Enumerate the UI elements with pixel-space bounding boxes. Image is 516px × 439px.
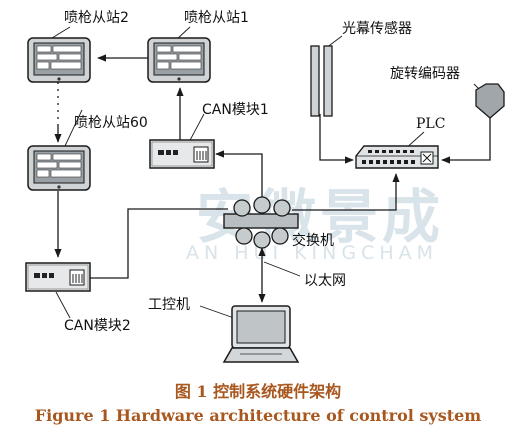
leader-can2 [55,291,71,319]
leader-can1 [187,113,205,145]
label-industrial-pc: 工控机 [148,297,190,313]
light-curtain-icon [310,45,333,117]
label-rotary-encoder: 旋转编码器 [390,66,460,82]
label-slave1: 喷枪从站1 [184,10,249,26]
label-ethernet: 以太网 [304,273,346,289]
label-plc: PLC [416,116,446,132]
caption-cn: 图 1 控制系统硬件架构 [174,382,342,401]
label-light-curtain: 光幕传感器 [342,21,412,37]
leader-slave60 [63,109,83,149]
label-slave2: 喷枪从站2 [64,10,129,26]
leader-ipc [199,305,235,319]
can-module1-icon [149,139,215,169]
label-slave60: 喷枪从站60 [74,115,148,131]
watermark-text-en: AN HUI KINGCHAM [186,242,439,264]
link-switch-to-plc [292,173,400,211]
caption-en: Figure 1 Hardware architecture of contro… [34,406,482,425]
slave1-hmi-icon [147,37,211,83]
label-switch: 交换机 [292,233,334,249]
rotary-encoder-icon [475,83,505,119]
label-can-module1: CAN模块1 [202,102,269,118]
link-curtain-to-plc [319,114,354,164]
can-module2-icon [25,262,91,292]
label-can-module2: CAN模块2 [64,318,131,334]
link-encoder-to-plc [441,116,491,164]
link-can2-to-switch [90,208,228,279]
leader-slave2 [51,26,71,39]
industrial-pc-icon [222,305,300,363]
plc-icon [355,145,439,169]
leader-ethernet [263,261,301,277]
slave60-hmi-icon [27,145,91,191]
switch-icon [223,196,299,249]
link-switch-to-can1 [215,150,263,200]
slave2-hmi-icon [27,37,91,83]
